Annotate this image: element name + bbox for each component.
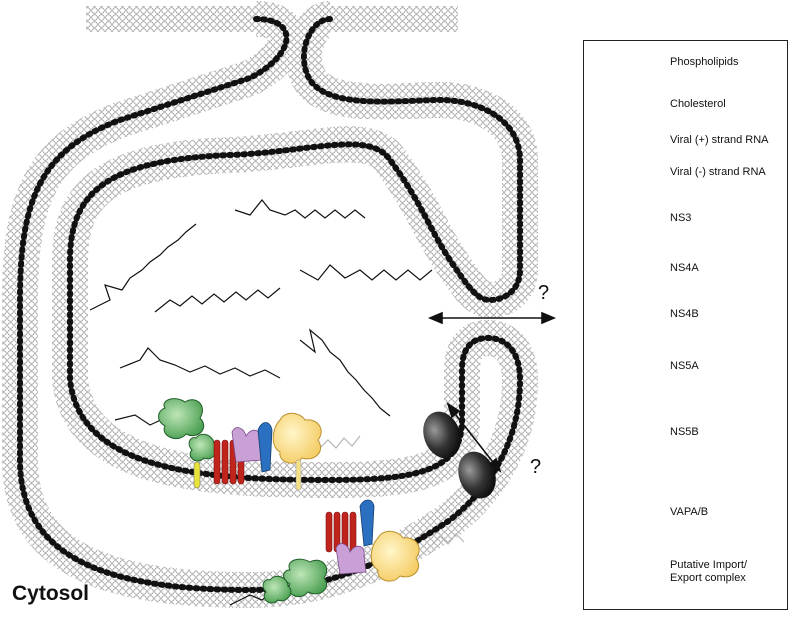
ns3-protein [262,575,292,604]
ns3-protein [188,433,218,462]
legend-label-complex-line2: Export complex [670,572,746,584]
replication-complex-inner [158,398,322,491]
cytosol-label: Cytosol [12,582,90,605]
minus-rna-strand [431,533,465,546]
import-export-complex [423,411,461,459]
vapab-protein [359,499,375,547]
top-bilayer-right [330,6,458,32]
ns4b-protein [325,511,357,553]
viral-minus-rna-group [317,435,465,546]
question-mark-upper: ? [538,282,550,304]
plus-rna-strand [114,414,166,426]
plus-rna-strand [299,328,391,417]
ns4a-protein [193,461,201,489]
ns5b-protein [272,412,322,464]
viral-plus-rna-group [89,199,433,606]
legend-label-vapab: VAPA/B [670,506,709,518]
ns3-protein [158,398,205,439]
legend-label-phospholipids: Phospholipids [670,56,739,68]
replication-complex-outer [262,499,420,604]
legend-panel [583,40,788,610]
legend-label-ns4a: NS4A [670,262,699,274]
question-mark-lower: ? [530,456,542,478]
ns5a-protein [335,543,367,575]
legend-label-ns4b: NS4B [670,308,699,320]
top-bilayer-left [86,6,256,32]
import-export-complex [458,451,496,499]
legend-label-plus-rna: Viral (+) strand RNA [670,134,769,146]
plus-rna-strand [154,287,281,313]
transport-arrows [427,311,557,474]
membrane-group [2,1,538,608]
legend-label-minus-rna: Viral (-) strand RNA [670,166,766,178]
legend-label-ns5b: NS5B [670,426,699,438]
legend-label-ns5a: NS5A [670,360,699,372]
plus-rna-strand [234,199,366,219]
legend-label-cholesterol: Cholesterol [670,98,726,110]
ns5a-protein [231,427,263,463]
legend-label-ns3: NS3 [670,212,692,224]
plus-rna-strand [119,347,281,379]
plus-rna-strand [299,264,433,281]
cholesterol-dashes [17,16,524,594]
vapab-protein [257,422,273,473]
ns5b-anchor [295,459,302,491]
outer-membrane [2,1,538,608]
ns5b-protein [370,530,420,582]
minus-rna-strand [317,435,361,451]
legend-label-complex: Putative Import/ [670,559,748,571]
plus-rna-strand [89,223,197,311]
